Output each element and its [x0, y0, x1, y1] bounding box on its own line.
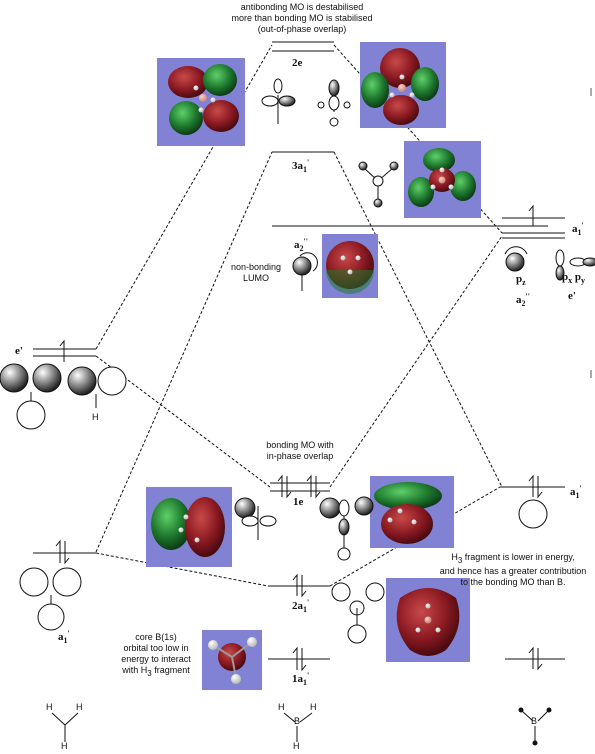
orbital-image-lumo [322, 234, 378, 298]
electron-down [537, 648, 543, 671]
label-b-e: e' [568, 290, 576, 302]
electron-down [537, 476, 543, 499]
label-a2-mo: a2'' [294, 237, 308, 253]
orbital-image-2a1 [386, 578, 470, 662]
cartoon-3a1 [358, 161, 399, 208]
cartoon-b-pz [504, 246, 528, 272]
electron-up [306, 474, 312, 497]
label-b-pxpy: px py [562, 271, 585, 286]
annotation-h3-lower: H3 fragment is lower in energy, and henc… [439, 552, 587, 587]
cartoon-2e-right [317, 79, 351, 127]
label-b-a1: a1' [572, 221, 584, 237]
bh3-structure [283, 712, 313, 742]
cartoon-1e-right [319, 496, 374, 561]
electron-up [528, 646, 534, 669]
cartoon-2e-left [261, 78, 296, 124]
h3-atom-h: H [76, 702, 83, 712]
orbital-image-1e-right [370, 476, 454, 548]
label-b-a1-low: a1' [570, 484, 582, 500]
electron-down [301, 648, 307, 672]
label-h3-h: H [92, 412, 99, 422]
electron-up [528, 204, 534, 226]
label-b-a2: a2'' [516, 292, 530, 308]
label-b-pz: pz [516, 273, 526, 288]
electrons [55, 204, 543, 672]
label-2e: 2e [292, 57, 303, 69]
bh3-atom-h: H [278, 702, 285, 712]
annotation-antibonding: antibonding MO is destabilised more than… [231, 2, 373, 34]
label-h3-e: e' [15, 345, 23, 357]
electron-up [528, 474, 534, 497]
bh3-atom-h: H [310, 702, 317, 712]
cartoon-orbitals [0, 78, 595, 644]
electron-up [292, 573, 298, 596]
electron-up [277, 474, 283, 497]
label-1a1: 1a1' [292, 671, 310, 687]
bh3-atom-h: H [293, 741, 300, 751]
cartoon-b-pxpy [555, 249, 595, 281]
cartoon-h3-e-right [67, 366, 127, 408]
h3-atom-h: H [61, 741, 68, 751]
electron-down [286, 476, 292, 499]
electron-down [64, 541, 70, 565]
cartoon-h3-a1 [19, 567, 82, 631]
cartoon-h3-e-left [0, 363, 62, 430]
cartoon-2a1 [331, 582, 385, 644]
b-structure [518, 707, 552, 746]
bh3-atom-b: B [294, 716, 301, 726]
h3-atom-h: H [46, 702, 53, 712]
label-h3-a1: a1' [58, 629, 70, 645]
electron-up [59, 339, 65, 362]
label-2a1: 2a1' [292, 598, 310, 614]
label-3a1: 3a1' [292, 158, 310, 174]
orbital-image-1e-left [146, 487, 232, 567]
electron-down [315, 476, 321, 499]
label-1e: 1e [293, 496, 304, 508]
orbital-image-2e-left [157, 58, 245, 146]
b-atom-b: B [531, 716, 538, 726]
cartoon-a2 [292, 252, 318, 291]
cartoon-1e-left [234, 497, 277, 540]
electron-up [292, 646, 298, 670]
orbital-image-1a1 [202, 630, 262, 690]
annotation-bonding: bonding MO with in-phase overlap [266, 440, 334, 461]
h3-structure [51, 712, 79, 742]
orbital-image-2e-right [360, 42, 446, 128]
electron-down [301, 575, 307, 598]
annotation-core: core B(1s) orbital too low in energy to … [121, 632, 191, 678]
electron-up [55, 539, 61, 563]
annotation-nonbonding: non-bonding LUMO [230, 262, 282, 283]
cartoon-b-s [518, 499, 548, 529]
orbital-image-3a1 [404, 141, 481, 218]
